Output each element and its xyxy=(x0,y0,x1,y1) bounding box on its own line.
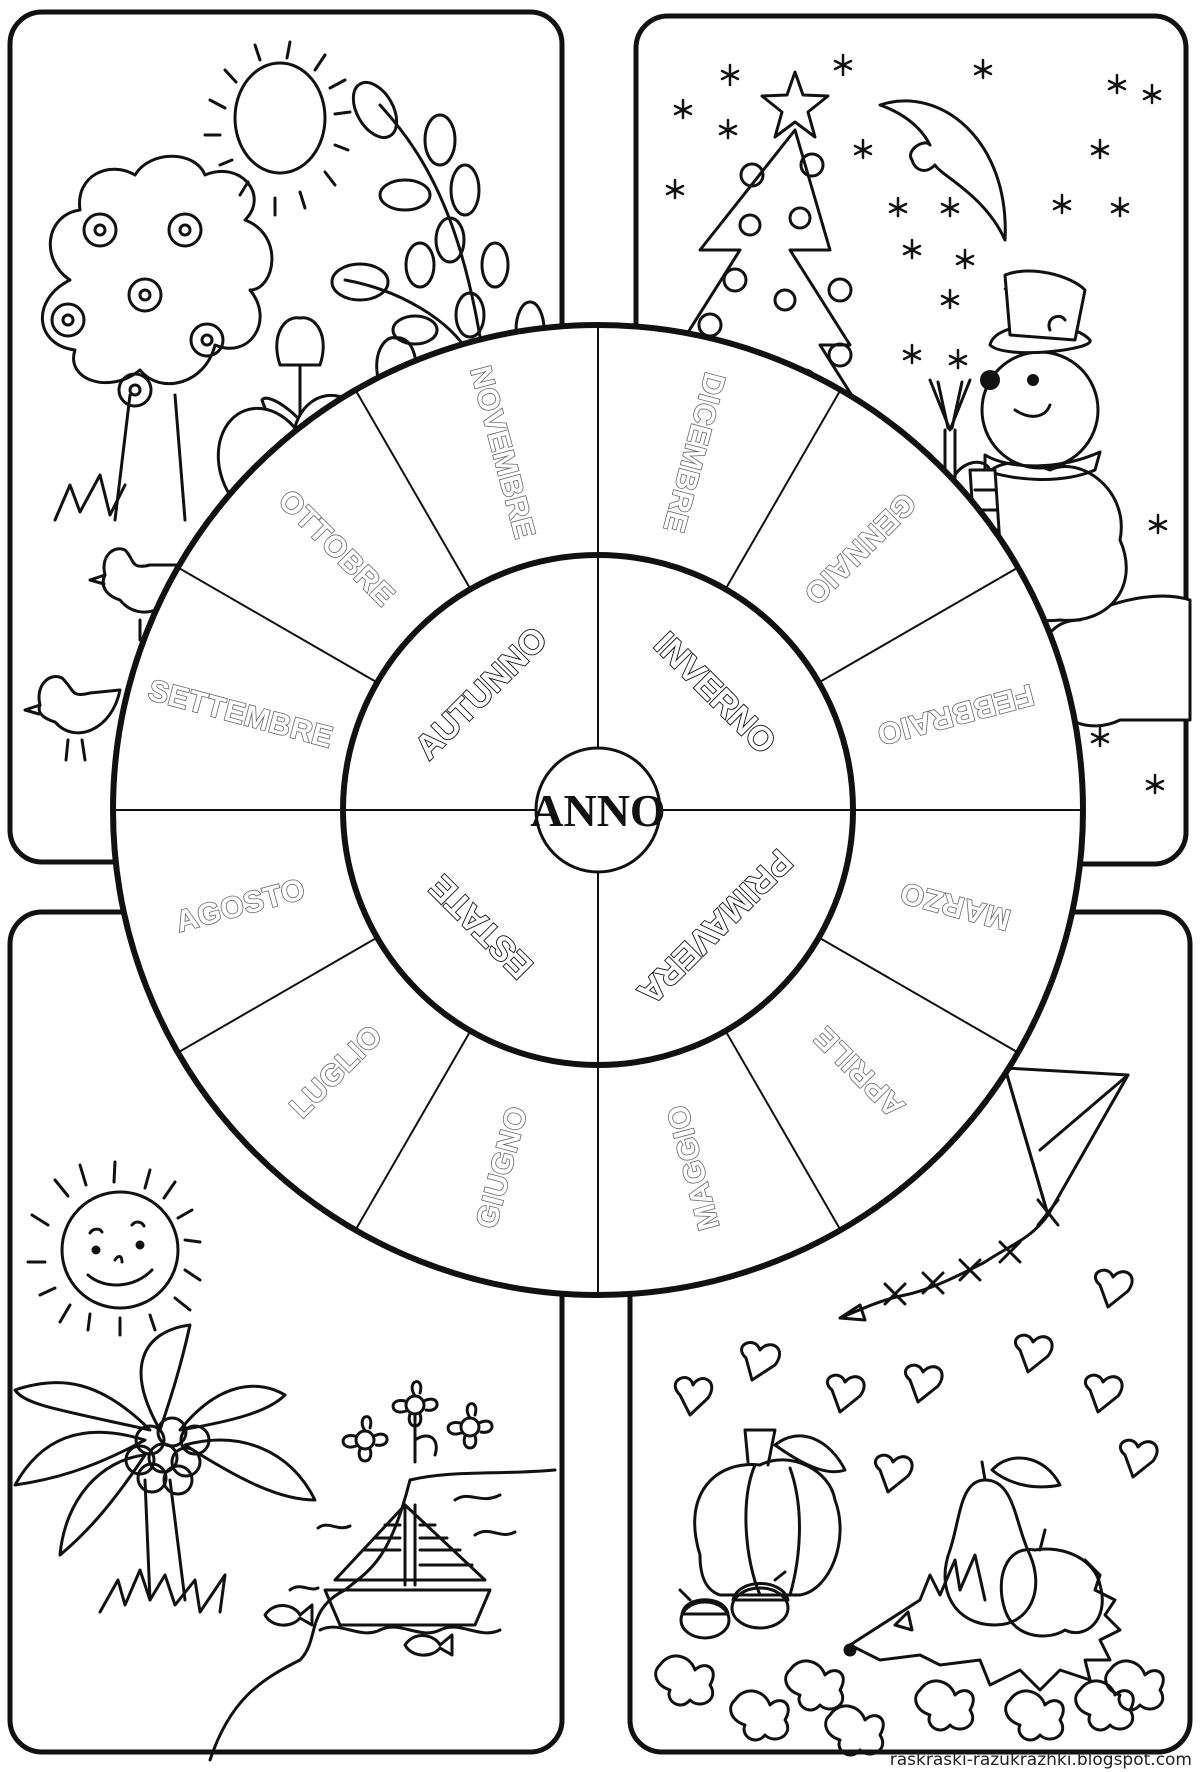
crescent-moon-icon xyxy=(878,99,1007,242)
center-label: ANNO xyxy=(530,785,665,836)
smiling-sun-icon xyxy=(26,1160,202,1337)
month-divider xyxy=(818,936,1019,1054)
month-divider xyxy=(724,1030,842,1231)
month-divider xyxy=(177,566,378,684)
month-divider xyxy=(354,389,472,590)
flowers-icon xyxy=(341,1380,494,1464)
sailboat-icon xyxy=(318,1503,502,1635)
month-divider xyxy=(354,1030,472,1231)
hedgehog-icon xyxy=(843,1553,1122,1692)
month-divider xyxy=(724,389,842,590)
month-divider xyxy=(818,566,1019,684)
kite-icon xyxy=(838,1066,1130,1322)
watermark: raskraski-razukrazhki.blogspot.com xyxy=(889,1750,1192,1770)
autumn-scene xyxy=(654,1066,1165,1757)
season-wheel: ANNO DICEMBREGENNAIOFEBBRAIOMARZOAPRILEM… xyxy=(110,322,1086,1298)
month-dividers xyxy=(113,325,1083,1295)
palm-tree-icon xyxy=(13,1323,317,1614)
center-circle xyxy=(534,746,662,874)
sun-icon xyxy=(203,40,352,217)
month-divider xyxy=(177,936,378,1054)
oak-leaves-icon xyxy=(654,1654,1165,1757)
season-dividers xyxy=(343,555,853,1065)
fish-icon xyxy=(263,1603,454,1657)
summer-scene xyxy=(13,1160,557,1762)
falling-leaves-icon xyxy=(673,1268,1159,1494)
pear-icon xyxy=(943,1456,1062,1627)
acorns-icon xyxy=(678,1570,790,1640)
blossoming-tree-icon xyxy=(41,154,274,522)
